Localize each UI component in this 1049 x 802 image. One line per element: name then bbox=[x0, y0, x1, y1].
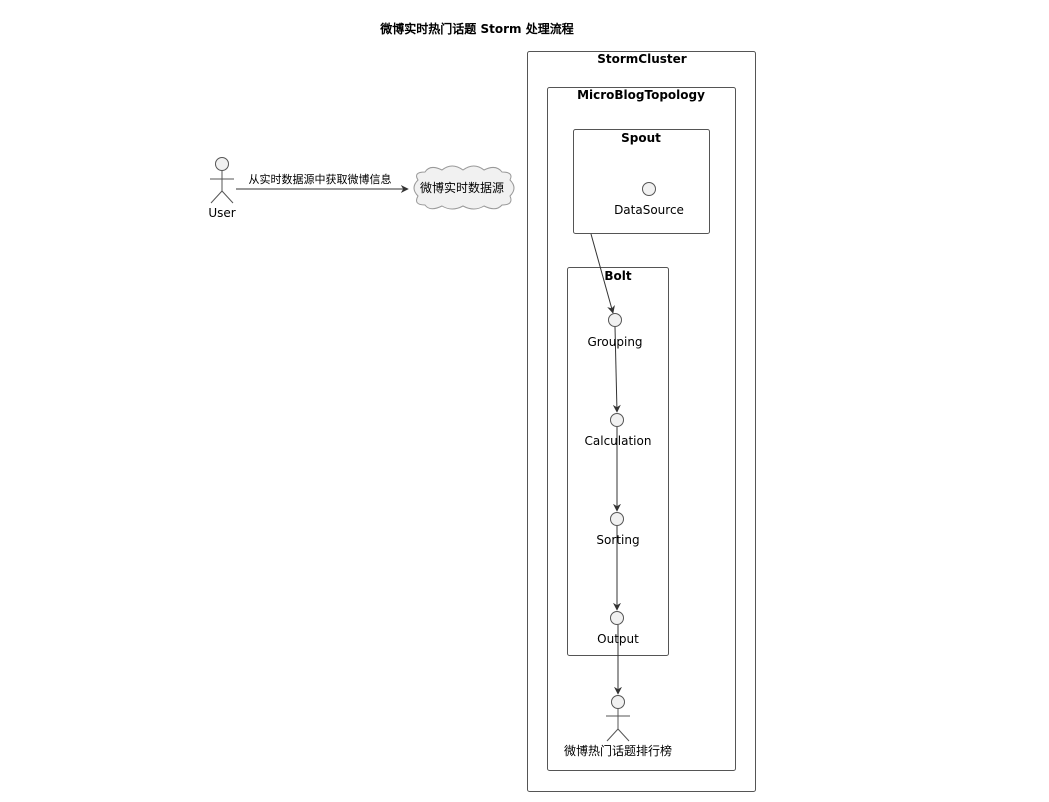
edge-grouping-to-calculation bbox=[612, 326, 621, 413]
user-actor bbox=[210, 157, 234, 204]
storm-cluster-frame bbox=[527, 51, 756, 792]
output-label: Output bbox=[597, 632, 639, 646]
bolt-title: Bolt bbox=[604, 269, 632, 283]
datasource-label: DataSource bbox=[614, 203, 684, 217]
calculation-label: Calculation bbox=[585, 434, 652, 448]
edge-datasource-to-grouping bbox=[590, 233, 615, 314]
spout-frame bbox=[573, 129, 710, 234]
sorting-label: Sorting bbox=[596, 533, 639, 547]
cloud-datasource-label: 微博实时数据源 bbox=[420, 180, 504, 195]
user-actor-label: User bbox=[208, 206, 235, 220]
spout-title: Spout bbox=[621, 131, 661, 145]
cloud-datasource-shape bbox=[413, 165, 515, 210]
datasource-node bbox=[642, 182, 656, 196]
storm-cluster-title: StormCluster bbox=[597, 52, 687, 66]
output-node bbox=[610, 611, 624, 625]
ranking-actor-label: 微博热门话题排行榜 bbox=[564, 743, 672, 758]
grouping-label: Grouping bbox=[587, 335, 642, 349]
grouping-node bbox=[608, 313, 622, 327]
sorting-node bbox=[610, 512, 624, 526]
ranking-actor bbox=[606, 695, 630, 742]
topology-title: MicroBlogTopology bbox=[577, 88, 705, 102]
edge-user-to-source-label: 从实时数据源中获取微博信息 bbox=[249, 172, 392, 186]
diagram-title: 微博实时热门话题 Storm 处理流程 bbox=[379, 21, 573, 36]
topology-frame bbox=[547, 87, 736, 771]
calculation-node bbox=[610, 413, 624, 427]
